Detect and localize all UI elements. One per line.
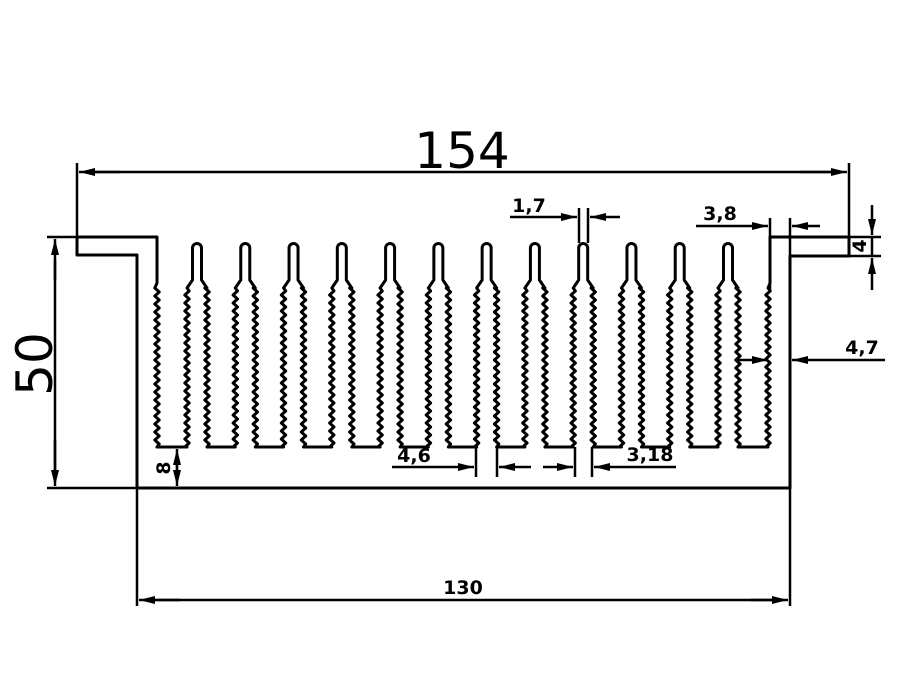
dimension-lip-thickness: 4: [849, 205, 881, 290]
dimension-side-offset: 3,8: [696, 203, 820, 290]
heatsink-profile-outline: [75, 235, 851, 490]
dim-label-3-18: 3,18: [627, 444, 674, 466]
dimension-base-thickness: 8: [153, 449, 181, 486]
dim-label-3-8: 3,8: [703, 203, 737, 225]
dimension-slot-width: 4,6: [392, 445, 531, 477]
dim-label-4-6: 4,6: [397, 445, 431, 467]
dim-label-154: 154: [414, 122, 509, 180]
dimension-overall-width: 154: [75, 122, 851, 237]
dimension-wall-thickness: 4,7: [735, 337, 885, 364]
dimension-fin-tip: 1,7: [510, 195, 620, 243]
dimension-height: 50: [6, 235, 137, 490]
dim-label-8: 8: [153, 461, 175, 474]
dim-label-4-7: 4,7: [845, 337, 879, 359]
dimension-fin-root: 3,18: [543, 444, 676, 477]
dim-label-130: 130: [443, 577, 483, 599]
dim-label-4: 4: [849, 239, 871, 252]
dim-label-1-7: 1,7: [512, 195, 546, 217]
dim-label-50: 50: [6, 332, 64, 396]
dimension-base-width: 130: [135, 488, 792, 606]
